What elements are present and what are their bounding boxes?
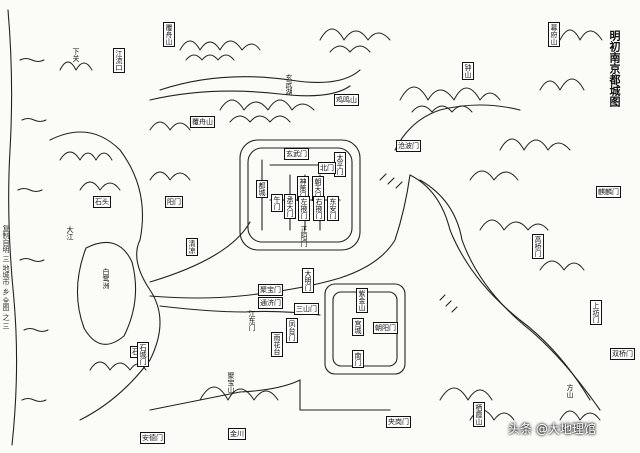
label-fengtai: 凤台门: [286, 318, 298, 343]
label-xuanwu-lake: 玄武湖: [285, 74, 293, 95]
creek-lake-2: [149, 85, 351, 101]
label-palace2-b: 宫城: [352, 318, 364, 336]
label-fort: 石头: [93, 196, 111, 208]
creek-ne: [394, 104, 521, 151]
label-great-gate: 大明门: [302, 268, 314, 293]
yangtze-wave-2: [21, 117, 47, 123]
label-sanshan: 三山门: [294, 303, 319, 315]
yangtze-wave-1: [19, 57, 45, 63]
label-jubao: 聚宝门: [258, 284, 283, 296]
creek-east-2: [419, 179, 601, 411]
label-clearwater: 清凉: [186, 238, 198, 256]
palace2-outer: [324, 283, 406, 375]
qinhuai-river-north: [149, 221, 251, 283]
label-upper-gate: 北门: [318, 162, 336, 174]
label-gate-ymen: 阳门: [165, 196, 183, 208]
yangtze-wave-4: [19, 257, 45, 263]
label-mid5: 东安门: [327, 196, 339, 221]
label-nw-far: 下关: [72, 48, 80, 62]
label-ne-mtn: 栖霞山: [473, 402, 485, 427]
qinhuai-river-main: [149, 174, 411, 299]
map-title: 明初南京都城图: [608, 30, 621, 107]
mountain-group-north: [149, 28, 391, 131]
label-bottom-left: 安德门: [140, 432, 165, 444]
label-mid3: 左掖门: [298, 196, 310, 221]
label-se2: 双桥门: [610, 348, 635, 360]
label-se1: 上坊门: [590, 300, 602, 325]
label-east-low: 高桥门: [532, 234, 544, 259]
label-yangtze: 大江: [66, 226, 74, 240]
mountain-group-east: [399, 29, 603, 271]
west-riverbank: [7, 9, 18, 446]
label-mid4: 右掖门: [313, 196, 325, 221]
hatch-1: [379, 173, 403, 189]
label-se3: 方山: [566, 384, 574, 398]
label-top-left-mtn: 覆舟山: [163, 22, 175, 47]
label-palace-group1: 玄武门: [284, 148, 309, 160]
label-jiangdong: 江东门: [248, 310, 256, 331]
label-jiming: 鸡鸣山: [334, 94, 359, 106]
label-chaotian: 朝天门: [312, 176, 324, 201]
label-bottom-right-gate: 夹岗门: [386, 416, 411, 428]
label-mid7: 正阳门: [300, 226, 308, 247]
creek-east: [409, 174, 591, 401]
label-mid1: 午门: [271, 194, 283, 212]
hatch-2: [439, 294, 458, 313]
side-inscription: 复制自明 三 地城市 乡 全图 之 三: [2, 225, 10, 330]
label-fuzhou-small: 覆舟山: [190, 116, 215, 128]
label-east-mtn: 麒麟门: [596, 186, 621, 198]
creek-lake: [159, 69, 361, 91]
label-palace2-a: 朝阳门: [373, 322, 398, 334]
mountain-group-west: [59, 61, 191, 371]
label-lower-left: 石城门: [137, 342, 149, 367]
label-palace2-e: 南门: [352, 350, 364, 368]
road-sw: [149, 379, 301, 411]
label-east-high: 钟山: [462, 62, 474, 80]
label-baiyuzhou: 白鹭洲: [102, 268, 110, 289]
yangtze-wave-5: [23, 327, 49, 333]
label-bottom-mid: 金川: [228, 428, 246, 440]
road-se: [299, 379, 391, 411]
left-shore: [49, 131, 161, 421]
label-palace2-top: 紫金山: [356, 288, 368, 313]
yangtze-wave-6: [21, 397, 47, 403]
label-mid2: 承天门: [284, 194, 296, 219]
label-city-wall: 都城: [256, 180, 268, 198]
label-bottom-path: 聚宝山: [227, 372, 235, 393]
island-outline: [76, 241, 137, 345]
city-wall-outer: [239, 139, 361, 251]
label-far-right-top: 幕府山: [548, 22, 560, 47]
label-ymt: 雨花台: [271, 332, 283, 357]
label-east-road: 沧波门: [396, 140, 421, 152]
yangtze-wave-3: [17, 187, 43, 193]
label-river-mouth: 江流口: [113, 48, 125, 73]
watermark: 头条 @大地理馆: [508, 422, 596, 436]
label-tongji: 通济门: [258, 297, 283, 309]
